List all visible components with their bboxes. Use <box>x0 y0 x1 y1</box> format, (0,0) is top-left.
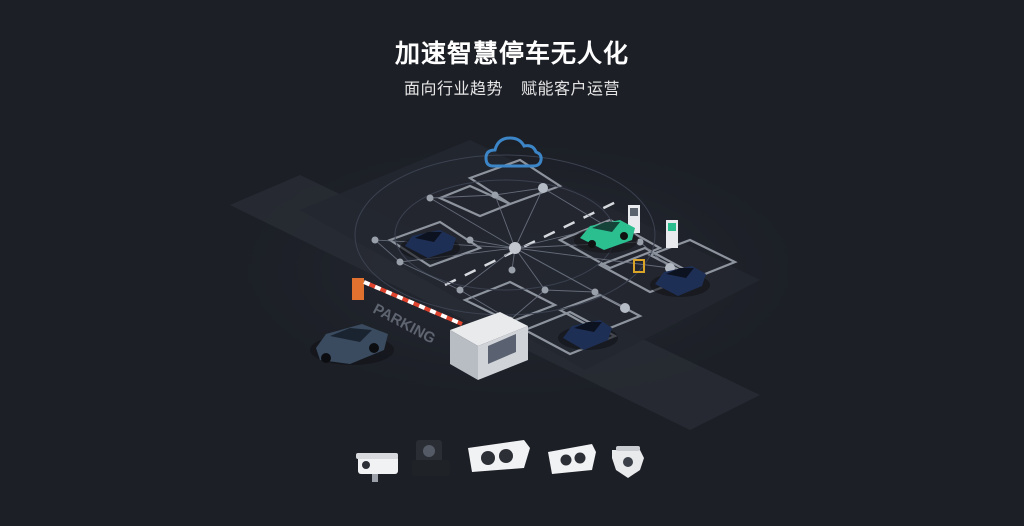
lot-floor <box>300 140 760 370</box>
subtitle-right: 赋能客户运营 <box>521 79 621 98</box>
parked-car-icon <box>650 266 710 297</box>
product-camera-2 <box>412 440 450 476</box>
highlight-car-icon <box>574 220 638 253</box>
cloud-icon <box>484 136 543 168</box>
hero-subtitle: 面向行业趋势赋能客户运营 <box>0 75 1024 99</box>
product-camera-4 <box>548 444 596 474</box>
parked-car-icon <box>400 230 460 260</box>
guard-booth-icon <box>450 312 528 380</box>
parked-car-icon <box>558 320 618 350</box>
product-camera-1 <box>356 453 398 482</box>
product-camera-3 <box>468 440 530 472</box>
hero-title: 加速智慧停车无人化 <box>394 39 629 68</box>
lane-marks <box>444 198 621 287</box>
entering-car-icon <box>310 324 394 365</box>
pay-station-icon <box>628 205 678 273</box>
subtitle-left: 面向行业趋势 <box>403 79 503 98</box>
product-camera-5 <box>612 446 644 478</box>
boom-barrier-icon <box>352 278 463 326</box>
